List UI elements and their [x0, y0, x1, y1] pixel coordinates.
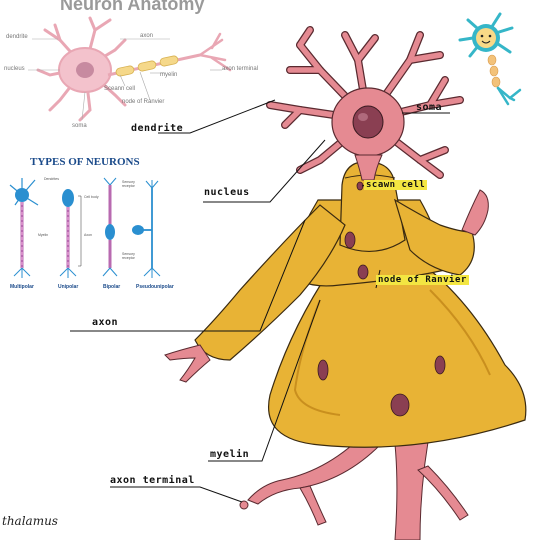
mini-label-axon: Axon: [84, 233, 92, 237]
type-label-multipolar: Multipolar: [10, 284, 34, 290]
ref-label-myelin: myelin: [160, 72, 178, 78]
label-dendrite: dendrite: [131, 123, 184, 134]
mini-label-cell-body: Cell body: [84, 195, 99, 199]
mini-label-sensory-receptor-top: Sensory receptor: [122, 180, 135, 188]
label-axon: axon: [92, 317, 119, 328]
label-myelin: myelin: [210, 449, 250, 460]
type-label-bipolar: Bipolar: [103, 284, 121, 290]
label-nucleus: nucleus: [204, 187, 250, 198]
label-node-of-ranvier: node of Ranvier: [376, 275, 469, 285]
label-axon-terminal: axon terminal: [110, 475, 195, 486]
mini-label-dendrites: Dendrites: [44, 177, 59, 181]
label-schwann-cell: scawn cell: [364, 180, 428, 190]
ref-label-axon: axon: [140, 33, 154, 39]
ref-label-nucleus: nucleus: [4, 66, 25, 72]
ref-label-node-of-ranvier: node of Ranvier: [122, 99, 165, 105]
artist-signature: thalamus: [2, 514, 58, 528]
reference-title: Neuron Anatomy: [60, 0, 205, 14]
type-label-unipolar: Unipolar: [58, 284, 79, 290]
ref-label-soma: soma: [72, 123, 87, 129]
type-label-pseudounipolar: Pseudounipolar: [136, 284, 174, 290]
label-soma: soma: [416, 102, 443, 113]
ref-label-axon-terminal: axon terminal: [222, 66, 259, 72]
mini-label-sensory-receptor-bottom: Sensory receptor: [122, 252, 135, 260]
ref-label-dendrite: dendrite: [6, 34, 28, 40]
mini-label-myelin: Myelin: [38, 233, 49, 237]
ref-label-schwann-cell: Sceann cell: [104, 86, 136, 92]
types-of-neurons-title: TYPES OF NEURONS: [30, 156, 140, 168]
